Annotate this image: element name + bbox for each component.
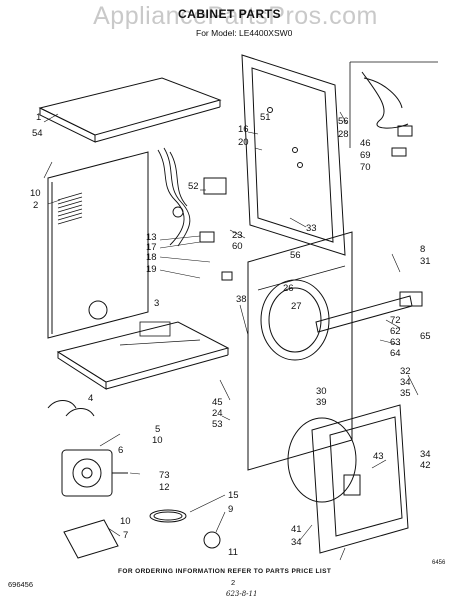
callout-64: 64: [390, 348, 401, 359]
callout-9: 9: [228, 504, 233, 515]
callout-4: 4: [88, 393, 93, 404]
power-cord: [361, 71, 413, 157]
callout-56-lower: 56: [290, 250, 301, 261]
callout-20: 20: [238, 137, 249, 148]
top-panel: [38, 77, 222, 143]
callout-10: 10: [30, 188, 41, 199]
callout-45: 45: [212, 397, 223, 408]
callout-7: 7: [123, 530, 128, 541]
cabinet-side-panel: [47, 151, 149, 339]
front-door-panel: [247, 231, 353, 471]
model-number: For Model: LE4400XSW0: [196, 28, 293, 38]
callout-26: 26: [283, 283, 294, 294]
callout-73: 73: [159, 470, 170, 481]
callout-12: 12: [159, 482, 170, 493]
art-code: 6456: [432, 560, 446, 566]
callout-numbers: 1 54 10 2 16 20 51 56 28 46 69 70 52 13 …: [30, 112, 446, 566]
callout-17: 17: [146, 242, 157, 253]
page-number: 2: [231, 578, 236, 587]
callout-41: 41: [291, 524, 302, 535]
switch-bracket: [199, 231, 215, 243]
ordering-note: FOR ORDERING INFORMATION REFER TO PARTS …: [118, 568, 332, 575]
callout-34-lower: 34: [291, 537, 302, 548]
callout-42: 42: [420, 460, 431, 471]
callout-62: 62: [390, 326, 401, 337]
callout-33: 33: [306, 223, 317, 234]
callout-46: 46: [360, 138, 371, 149]
drive-motor: [61, 449, 128, 497]
callout-27: 27: [291, 301, 302, 312]
callout-54: 54: [32, 128, 43, 139]
callout-31: 31: [420, 256, 431, 267]
callout-72: 72: [390, 315, 401, 326]
callout-34-upper: 34: [400, 377, 411, 388]
callout-28: 28: [338, 129, 349, 140]
callout-65: 65: [420, 331, 431, 342]
callout-69: 69: [360, 150, 371, 161]
callout-1: 1: [36, 112, 41, 123]
callout-6: 6: [118, 445, 123, 456]
callout-52: 52: [188, 181, 199, 192]
cabinet-base: [56, 321, 230, 390]
callout-35: 35: [400, 388, 411, 399]
callout-53: 53: [212, 419, 223, 430]
callout-23: 23: [232, 230, 243, 241]
motor-mount: [63, 519, 119, 559]
callout-32: 32: [400, 366, 411, 377]
callout-5: 5: [155, 424, 160, 435]
callout-2: 2: [33, 200, 38, 211]
terminal-block: [221, 271, 233, 281]
callout-10-motor: 10: [152, 435, 163, 446]
front-panel-frame: [241, 54, 346, 256]
drive-belt: [149, 509, 187, 523]
callout-56-upper: 56: [338, 116, 349, 127]
console-strip: [315, 291, 423, 333]
callout-43: 43: [373, 451, 384, 462]
callout-60: 60: [232, 241, 243, 252]
callout-19: 19: [146, 264, 157, 275]
callout-15: 15: [228, 490, 239, 501]
callout-70: 70: [360, 162, 371, 173]
callout-11: 11: [228, 547, 238, 558]
diagram-title: CABINET PARTS: [178, 7, 281, 21]
idler-pulley: [203, 531, 221, 549]
handwritten-note: 623-8-11: [226, 590, 258, 598]
wire-harness: [157, 147, 191, 247]
callout-3: 3: [154, 298, 159, 309]
callout-63: 63: [390, 337, 401, 348]
callout-13: 13: [146, 232, 157, 243]
leader-lines: [43, 111, 419, 561]
callout-39: 39: [316, 397, 327, 408]
callout-18: 18: [146, 252, 157, 263]
callout-24: 24: [212, 408, 223, 419]
callout-51: 51: [260, 112, 271, 123]
callout-34-right: 34: [420, 449, 431, 460]
callout-38: 38: [236, 294, 247, 305]
document-number: 696456: [8, 580, 34, 589]
callout-8: 8: [420, 244, 425, 255]
callout-30: 30: [316, 386, 327, 397]
callout-10-mount: 10: [120, 516, 131, 527]
motor-clips: [47, 400, 95, 417]
callout-16: 16: [238, 124, 249, 135]
door-assembly: [287, 404, 409, 554]
thermal-fuse-bracket: [203, 177, 227, 195]
